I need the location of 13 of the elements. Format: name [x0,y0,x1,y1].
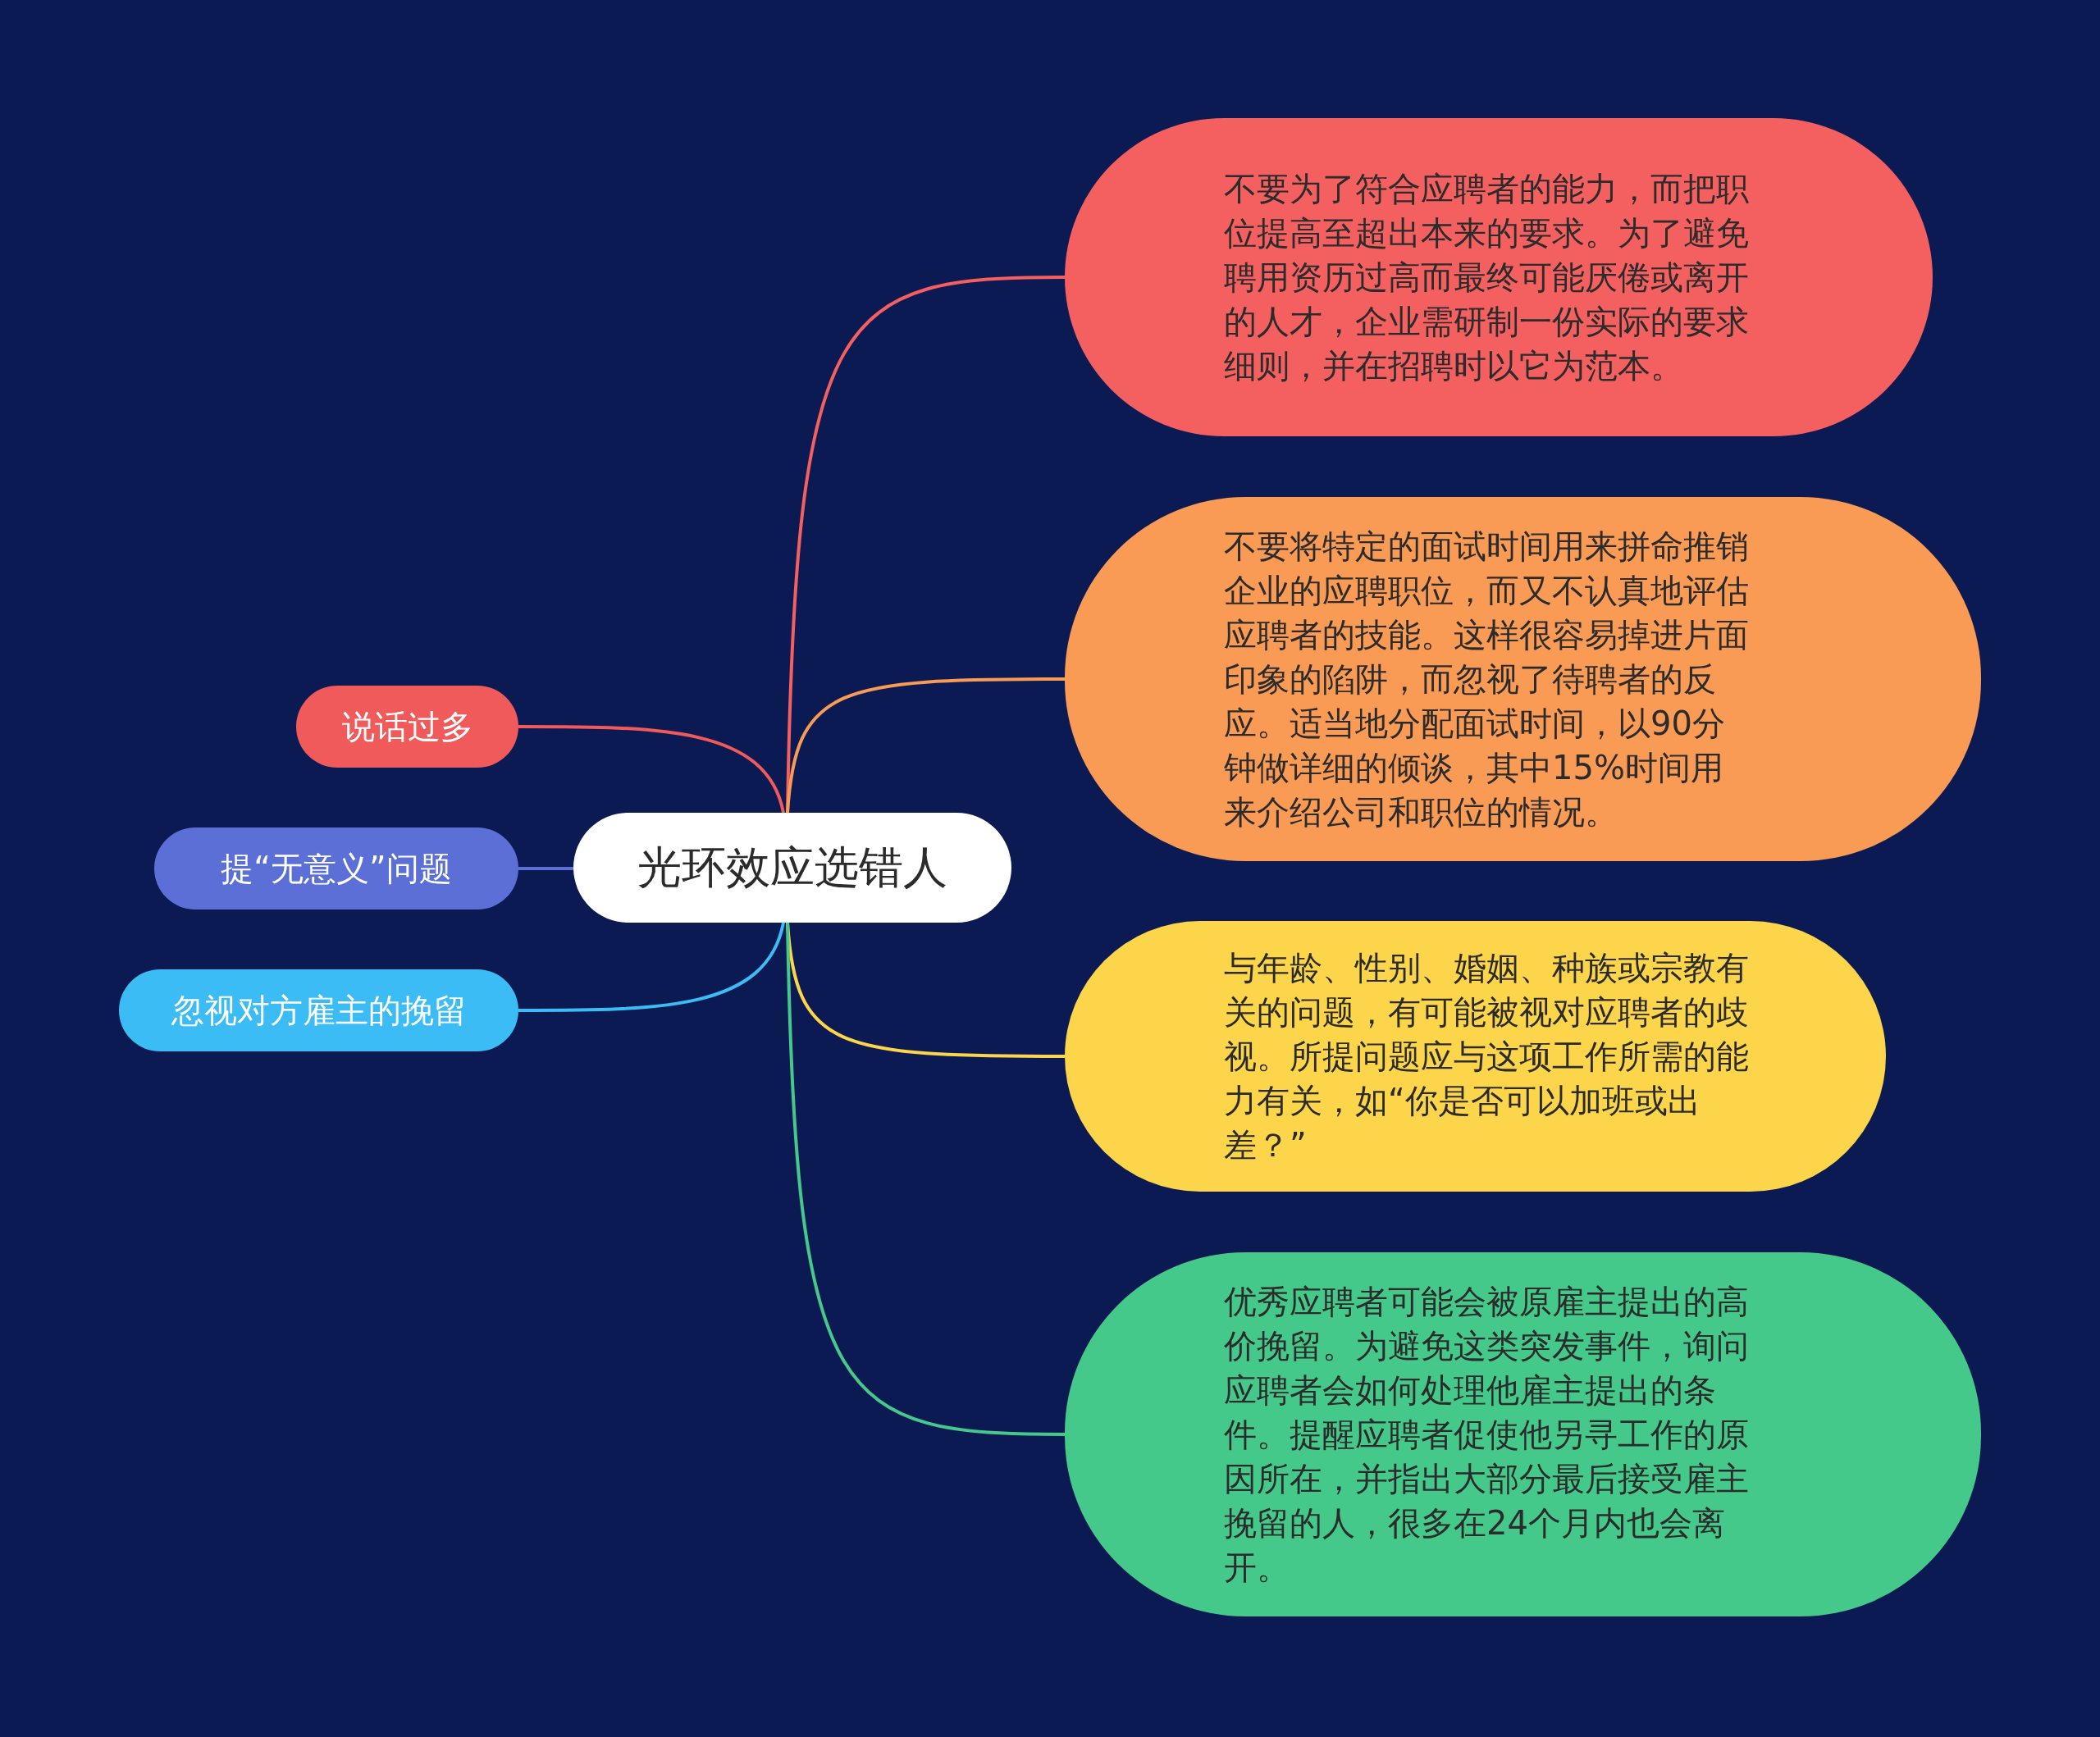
connector-line [786,922,1066,1436]
node-text: 与年龄、性别、婚姻、种族或宗教有关的问题，有可能被视对应聘者的歧视。所提问题应与这项工作所需的能力有关，如“你是否可以加班或出差？” [1224,948,1749,1165]
node-text: 优秀应聘者可能会被原雇主提出的高价挽留。为避免这类突发事件，询问应聘者会如何处理他雇主提出的条件。提醒应聘者促使他另寻工作的原因所在，并指出大部分最后接受雇主挽留的人，很多在24个月内也会离开。 [1224,1282,1749,1588]
node-text: 说话过多 [341,706,473,747]
connector-line [518,867,573,870]
node-text: 光环效应选错人 [637,840,947,895]
node-text: 提“无意义”问题 [221,848,452,889]
connector-line [786,677,1065,814]
node-text: 忽视对方雇主的挽留 [171,990,467,1031]
node-text: 不要将特定的面试时间用来拼命推销企业的应聘职位，而又不认真地评估应聘者的技能。这样很容易掉进片面印象的陷阱，而忽视了待聘者的反应。适当地分配面试时间，以90分钟做详细的倾谈，其中15%时间用来介绍公司和职位的情况。 [1224,527,1749,832]
node-text: 不要为了符合应聘者的能力，而把职位提高至超出本来的要求。为了避免聘用资历过高而最终可能厌倦或离开的人才，企业需研制一份实际的要求细则，并在招聘时以它为范本。 [1224,169,1749,386]
connector-line [518,725,785,814]
connector-line [518,922,785,1012]
